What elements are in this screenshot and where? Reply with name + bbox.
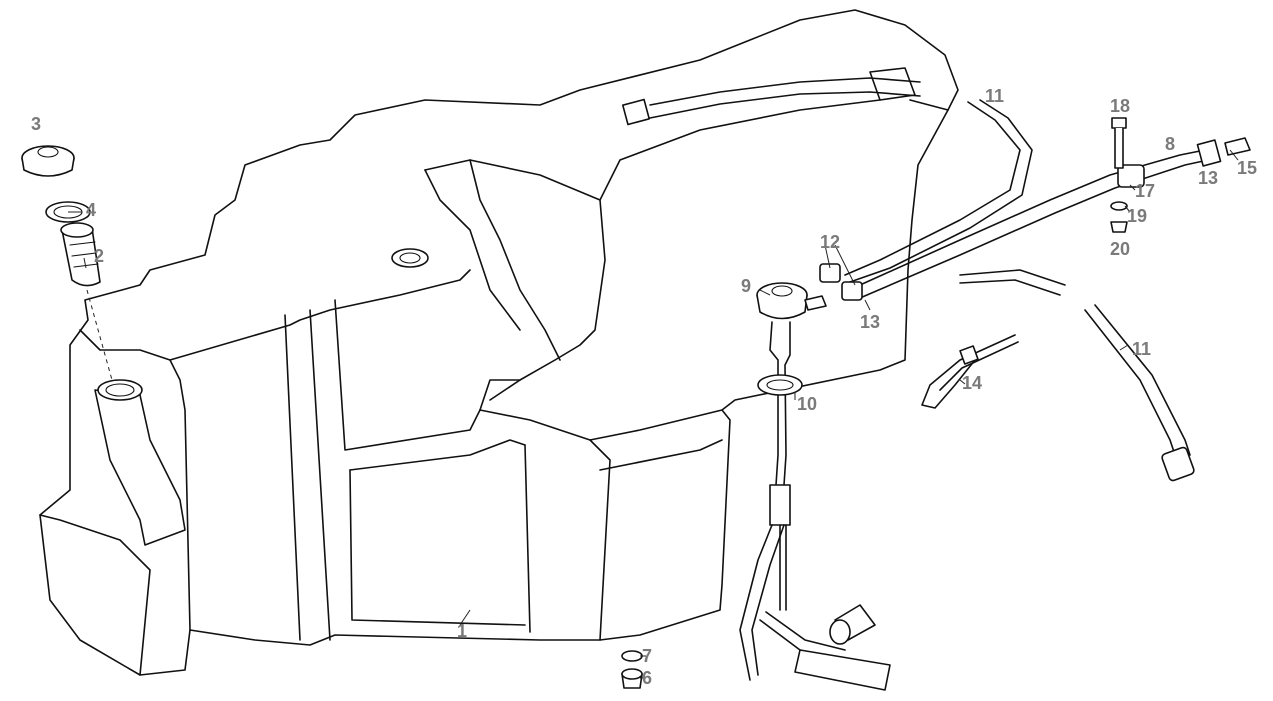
filler-cap	[21, 145, 75, 177]
callout-3: 3	[31, 114, 41, 134]
callout-17: 17	[1135, 181, 1155, 201]
callout-20: 20	[1110, 239, 1130, 259]
return-hose	[844, 99, 1066, 296]
callout-7: 7	[642, 646, 652, 666]
callout-15: 15	[1237, 158, 1257, 178]
callout-13-right: 13	[1198, 168, 1218, 188]
clamp-bolt	[1111, 117, 1127, 169]
callout-11-top: 11	[985, 86, 1004, 106]
callout-4: 4	[86, 200, 96, 220]
leader-lines	[68, 149, 1239, 679]
drain-washer	[621, 650, 643, 662]
callout-19: 19	[1127, 206, 1147, 226]
callout-1: 1	[457, 621, 467, 641]
filler-strainer	[60, 222, 101, 287]
separate-hose-11	[1084, 304, 1195, 482]
callout-9: 9	[741, 276, 751, 296]
fuel-sender-unit	[739, 282, 891, 691]
callout-18: 18	[1110, 96, 1130, 116]
callout-12: 12	[820, 232, 840, 252]
callout-11-right: 11	[1132, 339, 1151, 359]
callout-8: 8	[1165, 134, 1175, 154]
clamp-washer	[1110, 201, 1128, 211]
drain-plug	[621, 668, 643, 689]
feed-hose	[859, 137, 1251, 299]
callout-14: 14	[962, 373, 982, 393]
cable-tie	[921, 334, 1019, 409]
clamp-nut	[1110, 221, 1128, 233]
callout-labels: 1 2 3 4 6 7 8 9 10 11 11 12 13 13 14 15 …	[31, 86, 1257, 688]
callout-10: 10	[797, 394, 817, 414]
callout-2: 2	[94, 246, 104, 266]
sender-gasket	[757, 374, 803, 396]
hose-fittings	[819, 263, 863, 301]
callout-6: 6	[642, 668, 652, 688]
callout-13-middle: 13	[860, 312, 880, 332]
fuel-tank-body	[39, 9, 959, 676]
